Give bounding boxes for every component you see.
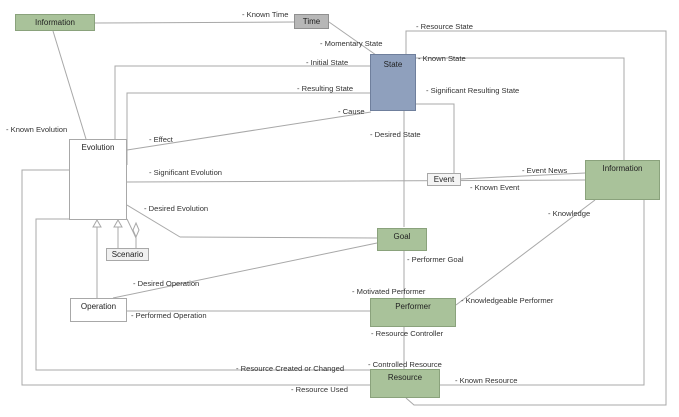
connector-known-time [94,21,295,24]
label-performer-goal: - Performer Goal [407,255,464,264]
connector-significant-evolution [126,179,586,183]
resource-node[interactable]: Resource [370,369,440,398]
connector-initial-state [114,65,370,139]
connector-known-state [416,57,625,160]
generalization-arrow-1 [92,218,102,228]
label-momentary-state: - Momentary State [320,39,383,48]
label-known-state: - Known State [418,54,466,63]
label-significant-evolution: - Significant Evolution [149,168,223,177]
connector-goal-left [179,236,378,239]
connector-significant-resulting-state [416,103,455,173]
node-label: Performer [395,302,431,311]
label-known-time: - Known Time [242,10,289,19]
label-known-evolution: - Known Evolution [6,125,68,134]
evolution-node[interactable]: Evolution [69,139,127,220]
goal-node[interactable]: Goal [377,228,427,251]
label-resource-created-or-changed: - Resource Created or Changed [236,364,345,373]
connector-resource-used [21,169,370,386]
label-desired-state: - Desired State [370,130,421,139]
connector-resource-created [35,218,370,371]
node-label: Evolution [81,143,115,152]
label-resource-used: - Resource Used [291,385,348,394]
label-resulting-state: - Resulting State [297,84,354,93]
label-resource-state: - Resource State [416,22,473,31]
label-event-news: - Event News [522,166,568,175]
label-known-resource: - Known Resource [455,376,518,385]
label-knowledgeable-performer: - Knowledgeable Performer [461,296,554,305]
scenario-node[interactable]: Scenario [106,248,149,261]
connector-resulting-state [126,92,370,165]
node-label: Information [34,18,76,27]
connector-knowledgeable-performer [455,199,596,306]
connector-cause-effect [126,111,372,151]
connector-desired-operation [112,242,378,299]
node-label: Scenario [111,250,144,259]
connector-event-news [460,172,586,180]
node-label: Event [433,175,455,184]
label-resource-controller: - Resource Controller [371,329,444,338]
connector-desired-evolution [126,204,181,238]
node-label: Goal [393,232,411,241]
node-label: Information [602,164,643,173]
connector-known-evolution [52,30,87,140]
label-cause: - Cause [338,107,365,116]
label-motivated-performer: - Motivated Performer [352,287,426,296]
node-label: State [383,60,403,69]
label-desired-evolution: - Desired Evolution [144,204,209,213]
event-node[interactable]: Event [427,173,461,186]
information-top-node[interactable]: Information [15,14,95,31]
state-node[interactable]: State [370,54,416,111]
connector-time-state [328,21,377,56]
information-right-node[interactable]: Information [585,160,660,200]
generalization-arrow-2 [113,218,123,228]
node-label: Time [302,17,321,26]
node-label: Operation [80,302,117,311]
label-known-event: - Known Event [470,183,520,192]
performer-node[interactable]: Performer [370,298,456,327]
label-effect: - Effect [149,135,173,144]
node-label: Resource [387,373,423,382]
label-knowledge: - Knowledge [548,209,591,218]
label-performed-operation: - Performed Operation [131,311,207,320]
aggregation-diamond [132,221,140,239]
operation-node[interactable]: Operation [70,298,127,322]
label-desired-operation: - Desired Operation [133,279,200,288]
time-node[interactable]: Time [294,14,329,29]
label-controlled-resource: - Controlled Resource [368,360,442,369]
connector-resource-state [405,30,667,406]
label-significant-resulting-state: - Significant Resulting State [426,86,520,95]
connector-known-resource [440,200,645,386]
label-initial-state: - Initial State [306,58,349,67]
